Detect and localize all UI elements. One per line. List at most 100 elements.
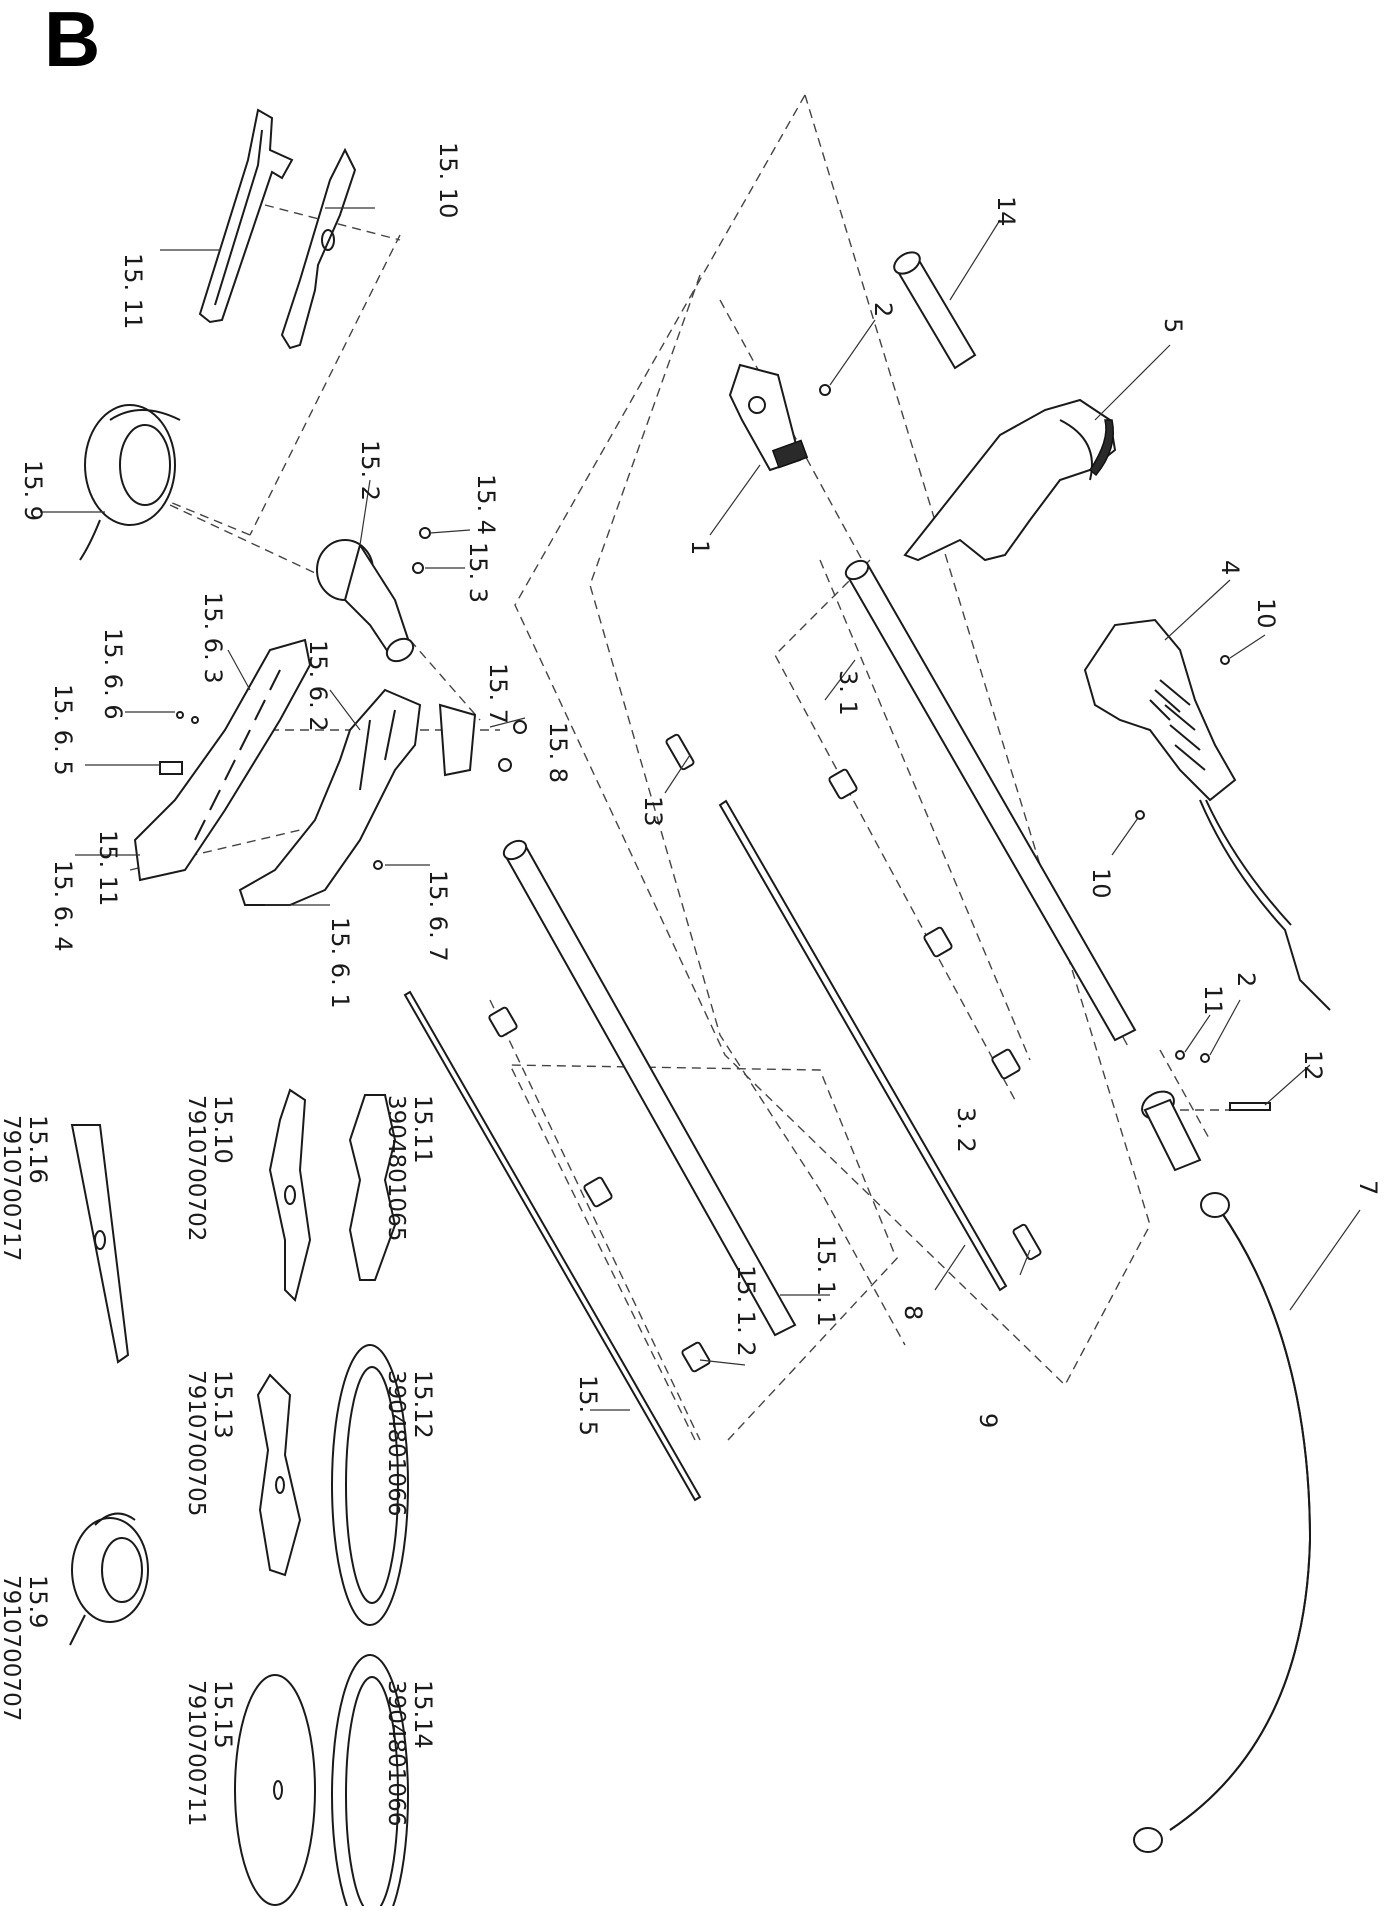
screw-15-3 <box>412 562 424 574</box>
callout-label: 15. 6. 5 <box>49 684 77 776</box>
blade-part-top <box>280 147 357 350</box>
callout-label: 15. 6. 6 <box>99 628 127 720</box>
tube-clamp-part <box>1141 1090 1202 1172</box>
flexible-cable-part <box>1133 1192 1312 1853</box>
shaft-axis-line <box>819 559 1031 1061</box>
accessory-article-code: 7910700711 <box>183 1680 209 1826</box>
callout-label: 7 <box>1354 1180 1382 1195</box>
guard-clip-15-6-5 <box>159 761 183 775</box>
callout-label: 14 <box>992 196 1020 227</box>
accessory-article-code: 7910700705 <box>183 1370 209 1516</box>
callout-label: 15. 7 <box>484 663 512 724</box>
callout-label: 15. 10 <box>434 142 462 218</box>
main-tube-part <box>844 559 1137 1042</box>
callout-label: 15. 6. 1 <box>326 917 354 1009</box>
accessory-article-code: 7910700702 <box>183 1095 209 1241</box>
screw-15-6-6a <box>176 711 184 719</box>
blade-hole-top <box>321 229 335 251</box>
bushings-15-1-2 <box>488 1006 711 1373</box>
accessory-article-code: 3904801066 <box>383 1680 409 1826</box>
accessory-part-number: 15.11 <box>409 1095 437 1164</box>
callout-label: 15. 11 <box>119 253 147 329</box>
outer-frame-top-line <box>804 94 1151 1226</box>
callout-label: 10 <box>1087 868 1115 899</box>
blade-frame-line <box>249 234 401 536</box>
trimmer-head-link <box>169 504 331 581</box>
blade-link-line <box>164 499 251 536</box>
lower-tube-part <box>502 839 797 1337</box>
lower-shaft-part <box>403 990 702 1502</box>
grip-tube-part <box>893 251 977 370</box>
accessory-part-number: 15.14 <box>409 1680 437 1749</box>
accessory-article-code: 3904801066 <box>383 1370 409 1516</box>
lower-frame-line <box>508 1064 896 1441</box>
accessory-part-number: 15.9 <box>24 1575 52 1628</box>
wrench-inner <box>214 129 263 306</box>
accessory-article-code: 7910700707 <box>0 1575 24 1721</box>
screw-10-top <box>1220 655 1230 665</box>
callout-label: 11 <box>1199 985 1227 1016</box>
screw-15-6-7 <box>373 860 383 870</box>
callout-label: 15. 5 <box>574 1375 602 1436</box>
screw-15-4 <box>419 527 431 539</box>
accessory-labels: 15.11390480106515.10791070070215.1679107… <box>0 1095 437 1826</box>
screw-12 <box>1229 1102 1271 1111</box>
gear-head-part <box>316 539 415 663</box>
accessory-part-number: 15.15 <box>209 1680 237 1749</box>
blade-pair-link <box>264 204 401 241</box>
callout-label: 15. 11 <box>94 830 122 906</box>
panel-letter: B <box>44 0 101 83</box>
guard-extension-part <box>133 638 312 882</box>
callout-label: 15. 3 <box>464 542 492 603</box>
clamp-part-15-7 <box>438 703 527 777</box>
callout-label: 1 <box>686 540 714 555</box>
lower-frame-close <box>727 1254 901 1441</box>
gear-link-line <box>409 639 481 721</box>
callout-label: 10 <box>1252 598 1280 629</box>
pin-13-part <box>665 733 695 771</box>
screw-11 <box>1175 1050 1185 1060</box>
accessory-art <box>69 1088 409 1911</box>
bushings-3-2 <box>828 768 1021 1080</box>
callout-label: 3. 2 <box>952 1107 980 1153</box>
callout-label: 15. 4 <box>472 474 500 535</box>
callout-label: 3. 1 <box>834 670 862 716</box>
callout-label: 15. 6. 7 <box>424 870 452 962</box>
tube-axis-line <box>489 999 701 1441</box>
outer-frame-line <box>514 94 1151 1387</box>
screw-2-top <box>819 384 831 396</box>
callout-label: 15. 6. 3 <box>199 592 227 684</box>
callout-label: 13 <box>639 796 667 827</box>
callout-label: 15. 1. 1 <box>812 1235 840 1327</box>
parts-art <box>69 108 1331 1911</box>
screw-2-bottom <box>1200 1053 1210 1063</box>
screw-10-bottom <box>1135 810 1145 820</box>
callout-label: 15. 2 <box>356 440 384 501</box>
accessory-part-number: 15.16 <box>24 1115 52 1184</box>
accessory-article-code: 7910700717 <box>0 1115 24 1261</box>
callout-label: 15. 8 <box>544 722 572 783</box>
accessory-part-number: 15.12 <box>409 1370 437 1439</box>
callout-label: 15. 1. 2 <box>732 1265 760 1357</box>
callout-label: 8 <box>899 1305 927 1320</box>
callout-label: 4 <box>1216 560 1244 575</box>
callout-label: 5 <box>1159 318 1187 333</box>
throttle-handle-part <box>1083 618 1331 1011</box>
callout-label: 2 <box>869 302 897 317</box>
pin-9-part <box>1012 1223 1042 1261</box>
inner-frame-line <box>589 274 906 1346</box>
drive-shaft-8-part <box>718 799 1008 1292</box>
accessory-article-code: 3904801065 <box>383 1095 409 1241</box>
trimmer-head-part-top <box>79 404 181 561</box>
callout-label: 15. 6. 2 <box>304 640 332 732</box>
accessory-part-number: 15.10 <box>209 1095 237 1164</box>
